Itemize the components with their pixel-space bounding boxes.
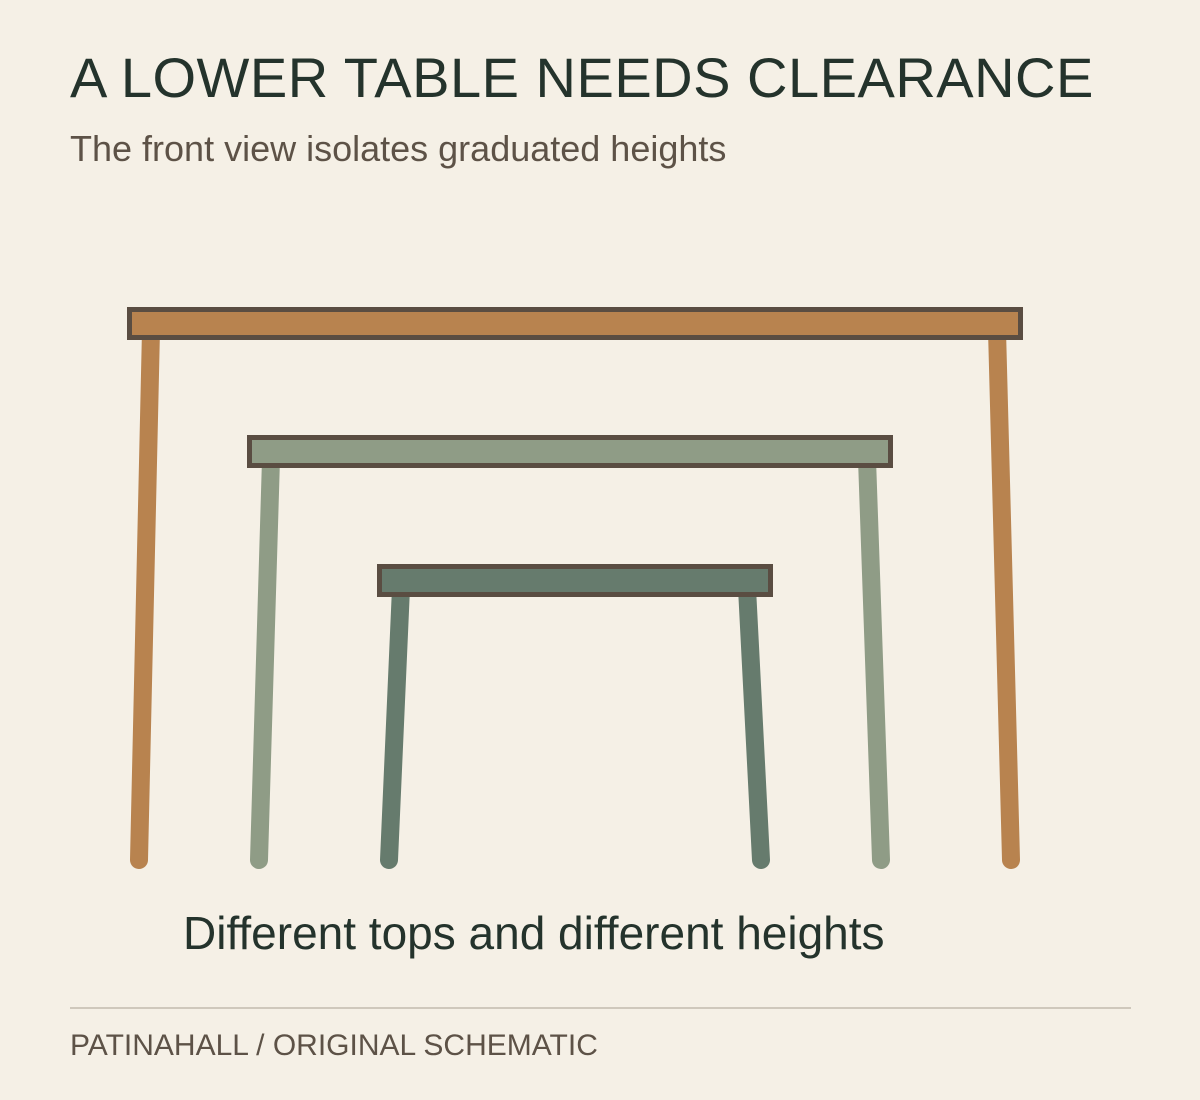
tall-table-right-leg xyxy=(988,321,1020,869)
page-title: A LOWER TABLE NEEDS CLEARANCE xyxy=(70,46,1094,109)
middle-table-top xyxy=(247,435,893,468)
middle-table xyxy=(247,435,893,869)
low-table-top xyxy=(377,564,773,597)
low-table xyxy=(377,564,773,869)
tall-table xyxy=(127,307,1023,869)
low-table-right-leg xyxy=(738,579,770,869)
page-subtitle: The front view isolates graduated height… xyxy=(70,128,727,169)
low-table-left-leg xyxy=(380,579,410,869)
tall-table-left-leg xyxy=(130,321,160,869)
middle-table-right-leg xyxy=(858,450,890,869)
footer-divider xyxy=(70,1007,1131,1009)
tall-table-top xyxy=(127,307,1023,340)
diagram-caption: Different tops and different heights xyxy=(183,907,885,959)
middle-table-left-leg xyxy=(250,450,280,869)
footer-credit: PATINAHALL / ORIGINAL SCHEMATIC xyxy=(70,1029,598,1062)
